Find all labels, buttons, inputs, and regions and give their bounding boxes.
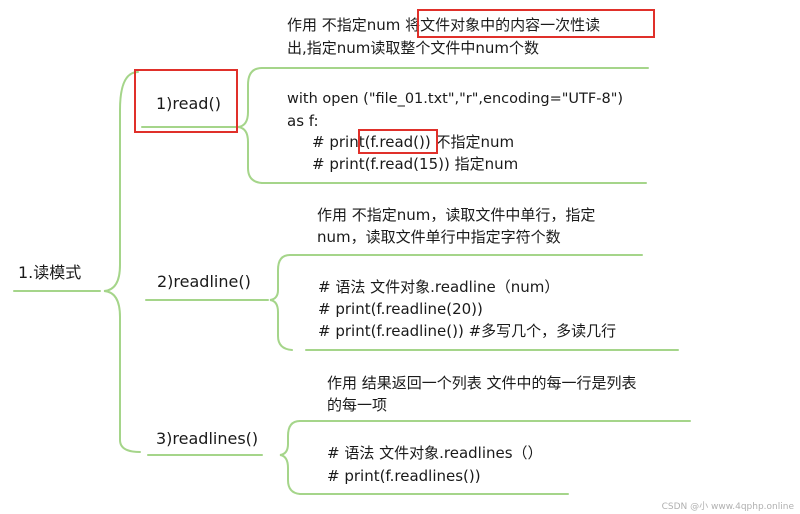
root-node-label: 1.读模式 xyxy=(18,263,82,282)
readline-code-line-1: # 语法 文件对象.readline（num） xyxy=(318,278,560,296)
read-code-highlight xyxy=(358,129,438,154)
branch-readline-label: 2)readline() xyxy=(157,272,251,291)
readlines-code-line-2: # print(f.readlines()) xyxy=(327,467,481,485)
readlines-desc-line-1: 作用 结果返回一个列表 文件中的每一行是列表 xyxy=(327,374,637,392)
read-desc-line-1: 作用 不指定num 将文件对象中的内容一次性读 xyxy=(287,16,601,34)
root-brace xyxy=(103,71,141,453)
readlines-code-line-1: # 语法 文件对象.readlines（） xyxy=(327,444,543,462)
readline-code-line-2: # print(f.readline(20)) xyxy=(318,300,483,318)
readlines-desc-line-2: 的每一项 xyxy=(327,396,388,414)
read-label-highlight xyxy=(134,69,238,133)
readline-code-line-3: # print(f.readline()) #多写几个，多读几行 xyxy=(318,322,617,340)
readline-desc-line-2: num，读取文件单行中指定字符个数 xyxy=(317,228,561,246)
read-desc-line-2: 出,指定num读取整个文件中num个数 xyxy=(287,39,540,57)
readline-desc-line-1: 作用 不指定num，读取文件中单行，指定 xyxy=(317,206,596,224)
branch-readlines-label: 3)readlines() xyxy=(156,429,259,448)
readlines-brace xyxy=(279,420,301,495)
read-code-line-1: with open ("file_01.txt","r",encoding="U… xyxy=(287,91,624,107)
read-code-line-2: as f: xyxy=(287,112,319,130)
read-code-line-3: # print(f.read()) 不指定num xyxy=(312,133,515,151)
readline-brace xyxy=(269,254,293,351)
watermark: CSDN @小 www.4qphp.online xyxy=(661,502,794,512)
read-brace xyxy=(237,67,263,184)
read-code-line-4: # print(f.read(15)) 指定num xyxy=(312,155,519,173)
read-desc-highlight xyxy=(417,9,655,38)
branch-read-label: 1)read() xyxy=(156,94,221,113)
